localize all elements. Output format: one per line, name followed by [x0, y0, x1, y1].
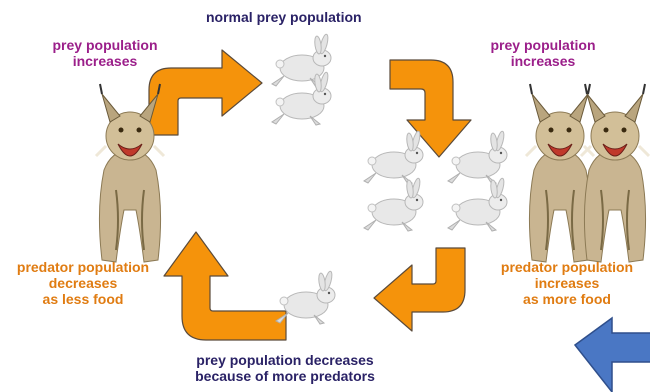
pointer-arrow [575, 318, 650, 392]
rabbit-icon [448, 131, 507, 184]
rabbit-icon [364, 131, 423, 184]
label-predator-decreases: predator population decreases as less fo… [6, 259, 160, 307]
rabbit-icon [364, 178, 423, 231]
label-prey-increases-right: prey population increases [476, 37, 610, 69]
label-prey-increases-left: prey population increases [38, 37, 172, 69]
cycle-arrow-bottom-left [164, 232, 286, 340]
label-predator-increases: predator population increases as more fo… [490, 259, 644, 307]
diagram-title: normal prey population [206, 9, 362, 25]
rabbit-icon [276, 271, 335, 324]
lynx-icon [581, 84, 649, 262]
rabbit-icon [448, 178, 507, 231]
label-prey-decreases: prey population decreases because of mor… [178, 352, 392, 384]
lynx-icon [526, 84, 594, 262]
cycle-arrow-top-right [390, 60, 471, 157]
cycle-arrow-bottom-right [374, 248, 465, 331]
